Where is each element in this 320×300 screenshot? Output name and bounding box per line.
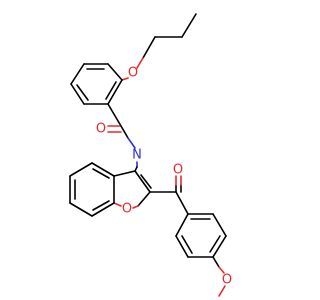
bond [92, 168, 110, 179]
bond [107, 79, 123, 105]
molecule-diagram: O O N O O O [69, 13, 232, 297]
bond [175, 235, 189, 258]
bond [113, 202, 122, 207]
bond [140, 174, 152, 189]
oxygen-amide-label: O [96, 122, 106, 137]
bond [137, 191, 151, 207]
bond [92, 200, 110, 211]
bond [70, 83, 85, 105]
oxygen-furan-label: O [122, 202, 132, 217]
bond [107, 103, 122, 127]
bond [209, 235, 221, 253]
oxygen-ether-label: O [128, 66, 138, 81]
bond [113, 170, 136, 177]
oxygen-ketone-label: O [173, 163, 183, 178]
atom-labels: O O N O O O [96, 66, 232, 288]
bond [134, 170, 151, 193]
bond [212, 235, 227, 258]
bond [175, 191, 189, 215]
bond [105, 81, 117, 100]
bond [218, 285, 226, 297]
bond [76, 84, 89, 101]
bond [218, 266, 225, 274]
bond [212, 256, 220, 268]
bond [107, 63, 123, 81]
structure-canvas: O O N O O O [69, 13, 233, 297]
bond [69, 162, 93, 177]
bond [70, 63, 85, 85]
bond [132, 205, 139, 209]
bond [212, 213, 227, 237]
bond [120, 125, 129, 139]
bond [142, 36, 156, 59]
bond [121, 77, 129, 81]
bonds [69, 13, 227, 297]
nitrogen-amide-label: N [132, 148, 142, 163]
bond [136, 57, 144, 69]
bond [181, 235, 193, 254]
bond [91, 202, 115, 217]
oxygen-methoxy-label: O [222, 273, 232, 288]
bond [175, 213, 189, 237]
bond [181, 13, 197, 38]
bond [91, 162, 115, 177]
bond [127, 137, 136, 149]
bond [69, 202, 93, 217]
